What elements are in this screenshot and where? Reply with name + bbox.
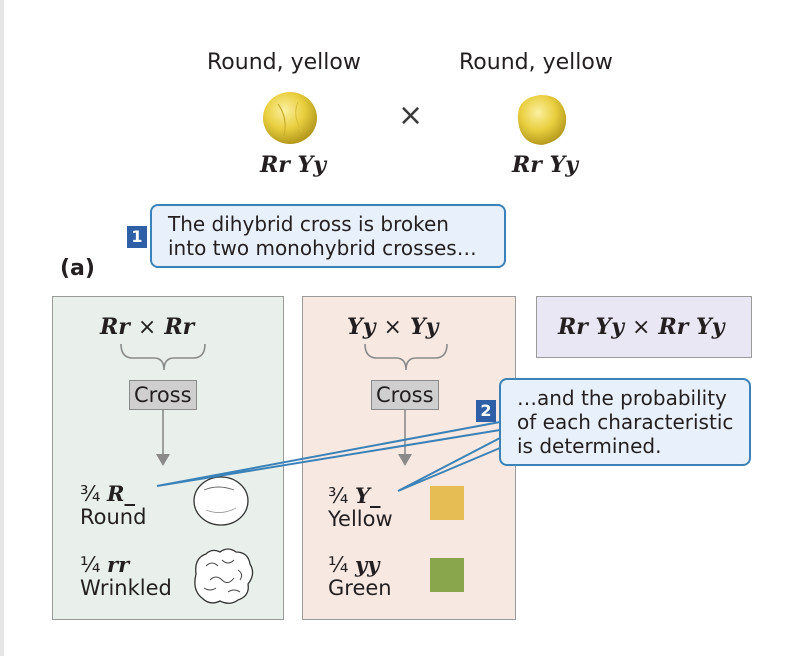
right-parent-genotype: Rr Yy — [512, 152, 579, 178]
shape-result-1-allele: R_ — [107, 481, 135, 506]
shape-cross-parent-b: Rr — [164, 314, 195, 340]
yellow-swatch — [430, 486, 464, 520]
color-result-2-genotype: ¼ yy — [328, 552, 379, 577]
dihybrid-parent-b: Rr Yy — [658, 314, 725, 340]
left-parent-phenotype: Round, yellow — [207, 50, 361, 75]
callout-2-line-3: is determined. — [517, 434, 662, 458]
color-result-2-fraction: ¼ — [328, 553, 349, 577]
right-parent-phenotype: Round, yellow — [459, 50, 613, 75]
color-result-1-genotype: ¾ Y_ — [328, 483, 381, 508]
color-result-2-phenotype: Green — [328, 576, 392, 600]
color-cross-parent-b: Yy — [409, 314, 439, 340]
dihybrid-panel — [536, 296, 752, 358]
shape-cross-parent-a: Rr — [100, 314, 130, 340]
shape-result-2-fraction: ¼ — [80, 553, 101, 577]
callout-step-2: …and the probability of each characteris… — [499, 378, 751, 466]
callout-2-line-1: …and the probability — [517, 386, 727, 410]
left-parent-genotype: Rr Yy — [260, 152, 327, 178]
shape-result-2-genotype: ¼ rr — [80, 552, 129, 577]
shape-result-1-fraction: ¾ — [80, 482, 101, 506]
right-parent-pea — [517, 94, 567, 145]
callout-step-1: The dihybrid cross is broken into two mo… — [150, 204, 506, 268]
callout-1-line-2: into two monohybrid crosses… — [168, 236, 477, 260]
shape-result-1-phenotype: Round — [80, 505, 147, 529]
color-cross-equation: Yy × Yy — [347, 314, 438, 340]
color-cross-box: Cross — [371, 380, 439, 410]
shape-cross-equation: Rr × Rr — [100, 314, 194, 340]
color-result-1-phenotype: Yellow — [328, 507, 393, 531]
shape-result-2-phenotype: Wrinkled — [80, 576, 172, 600]
left-parent-pea — [263, 92, 317, 144]
callout-2-line-2: of each characteristic — [517, 410, 734, 434]
step-1-badge: 1 — [127, 226, 147, 248]
dihybrid-cross-equation: Rr Yy × Rr Yy — [558, 314, 725, 340]
dihybrid-cross-symbol: × — [632, 315, 651, 340]
green-swatch — [430, 558, 464, 592]
color-result-1-fraction: ¾ — [328, 484, 349, 508]
page-edge-strip — [0, 0, 4, 656]
dihybrid-parent-a: Rr Yy — [558, 314, 625, 340]
wrinkled-seed-icon — [194, 548, 254, 604]
shape-result-2-allele: rr — [107, 552, 130, 577]
parent-cross-symbol: × — [398, 98, 424, 133]
round-seed-icon — [193, 476, 249, 526]
color-result-2-allele: yy — [355, 552, 380, 577]
shape-cross-box: Cross — [129, 380, 197, 410]
callout-1-line-1: The dihybrid cross is broken — [168, 212, 449, 236]
step-2-badge: 2 — [476, 400, 496, 422]
shape-result-1-genotype: ¾ R_ — [80, 481, 135, 506]
shape-cross-symbol: × — [137, 315, 157, 340]
color-result-1-allele: Y_ — [355, 483, 381, 508]
color-cross-symbol: × — [383, 315, 402, 340]
color-cross-parent-a: Yy — [347, 314, 376, 340]
panel-label: (a) — [60, 256, 95, 281]
